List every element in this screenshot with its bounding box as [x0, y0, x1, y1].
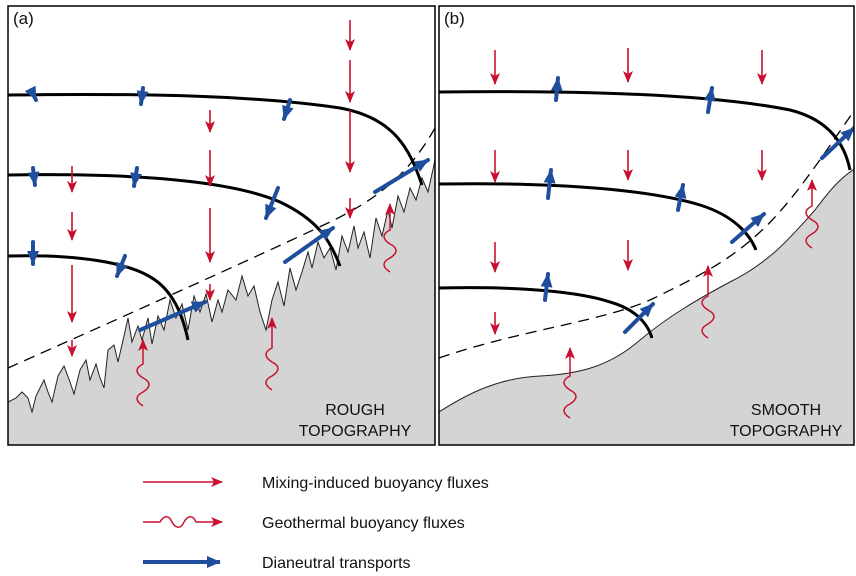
topography-label-b-line1: SMOOTH	[751, 402, 821, 419]
topography-label-a-line1: ROUGH	[325, 402, 385, 419]
legend: Mixing-induced buoyancy fluxes Geotherma…	[143, 475, 489, 572]
mixing-arrows-a	[67, 20, 355, 357]
mixing-arrows-b	[490, 48, 767, 335]
legend-geothermal-label: Geothermal buoyancy fluxes	[262, 515, 465, 532]
panel-b-label: (b)	[444, 9, 465, 28]
boundary-layer-line	[8, 127, 435, 369]
topography-label-a-line2: TOPOGRAPHY	[299, 423, 412, 440]
legend-dianeutral-label: Dianeutral transports	[262, 555, 411, 572]
panel-b	[439, 48, 854, 445]
panel-a-label: (a)	[13, 9, 34, 28]
isopycnal-4	[439, 90, 852, 171]
geothermal-arrows-b	[563, 179, 819, 419]
panel-a	[8, 20, 435, 445]
panel-b-frame	[438, 5, 855, 446]
dianeutral-arrows-a	[24, 85, 430, 332]
isopycnal-6	[439, 286, 654, 339]
isopycnal-2	[8, 173, 342, 267]
rough-topography	[8, 159, 435, 445]
panel-a-frame	[7, 5, 436, 446]
topography-label-b-line2: TOPOGRAPHY	[730, 423, 843, 440]
dianeutral-arrows-b	[540, 76, 854, 334]
geothermal-arrows-a	[136, 203, 397, 407]
legend-mixing-label: Mixing-induced buoyancy fluxes	[262, 475, 489, 492]
smooth-topography	[439, 168, 854, 445]
isopycnal-1	[8, 92, 424, 186]
isopycnal-5	[439, 182, 758, 251]
legend-geothermal-symbol	[143, 516, 223, 528]
